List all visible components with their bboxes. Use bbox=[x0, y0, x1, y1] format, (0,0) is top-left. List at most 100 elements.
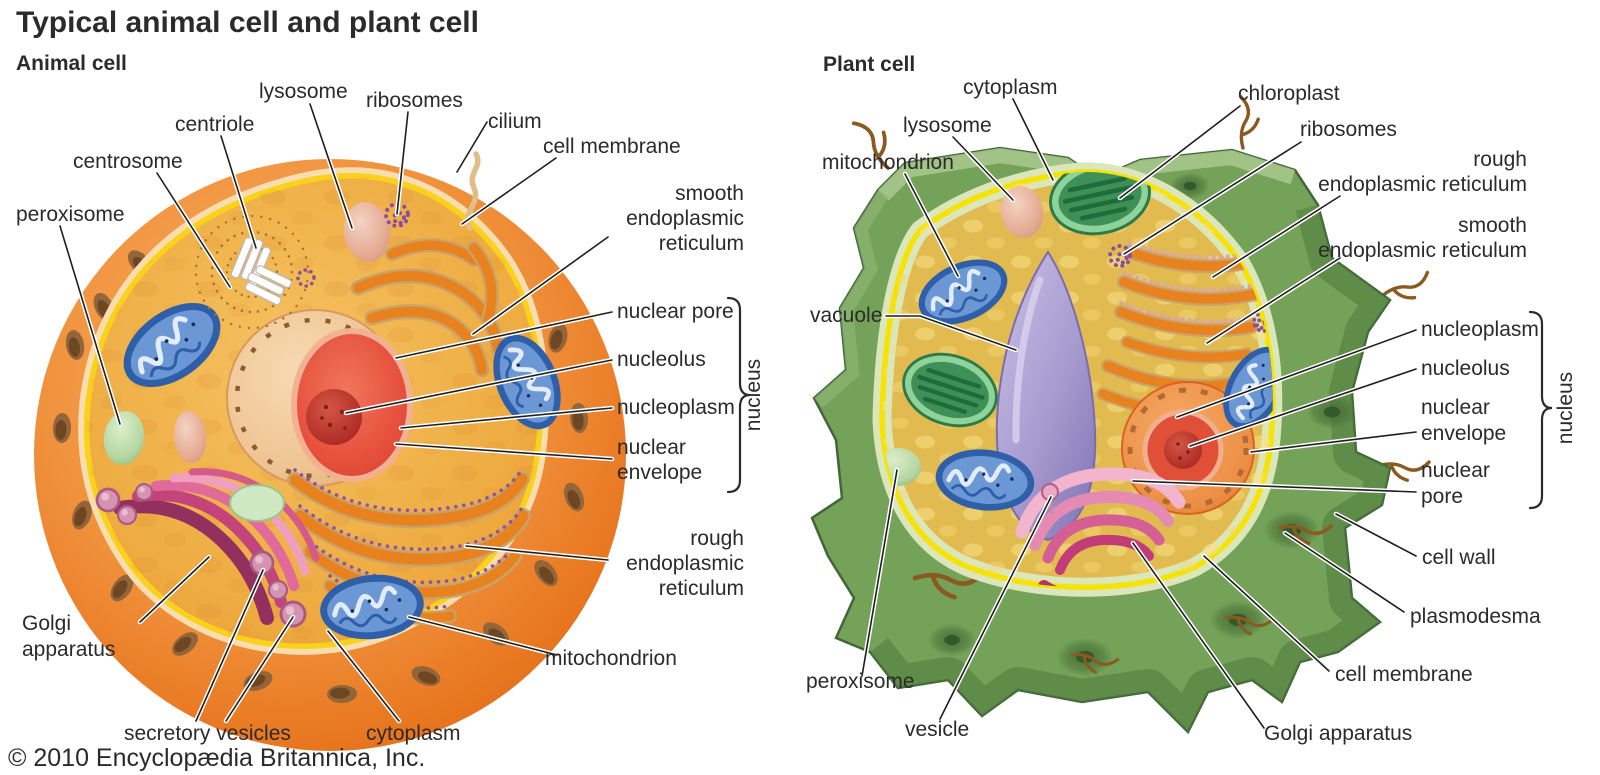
label-animal-smooth-er-3: reticulum bbox=[659, 232, 744, 255]
leader-plant-smooth-er bbox=[1204, 255, 1343, 346]
leader-animal-cilium bbox=[454, 119, 490, 175]
label-animal-smooth-er-1: smooth bbox=[675, 182, 744, 205]
label-animal-nucleus: nucleus bbox=[742, 359, 765, 431]
label-plant-lysosome: lysosome bbox=[903, 114, 992, 137]
label-animal-rough-er-1: rough bbox=[690, 527, 744, 550]
label-plant-vesicle: vesicle bbox=[905, 718, 969, 741]
label-plant-nucleoplasm: nucleoplasm bbox=[1421, 318, 1539, 341]
label-plant-nuclear-pore-1: nuclear bbox=[1421, 459, 1490, 482]
leader-plant-cell-wall bbox=[1333, 511, 1419, 559]
label-animal-cilium: cilium bbox=[488, 110, 542, 133]
plant-nuclear-pores bbox=[1127, 387, 1249, 509]
leader-plant-nucleoplasm bbox=[1174, 327, 1419, 420]
leader-plant-ribosomes bbox=[1121, 139, 1304, 257]
leader-animal-nuclear-envelope bbox=[393, 441, 615, 462]
leader-lines bbox=[57, 96, 1419, 731]
animal-cilium bbox=[465, 151, 481, 231]
leader-animal-secretory-vesicle-2 bbox=[223, 614, 296, 724]
label-animal-nuclear-envelope-2: envelope bbox=[617, 461, 702, 484]
label-plant-nuclear-envelope-1: nuclear bbox=[1421, 396, 1490, 419]
label-plant-cytoplasm: cytoplasm bbox=[963, 76, 1058, 99]
leader-plant-nuclear-envelope bbox=[1248, 429, 1419, 455]
leader-animal-lysosome bbox=[307, 101, 355, 231]
animal-green-vesicle bbox=[229, 484, 285, 522]
page-title: Typical animal cell and plant cell bbox=[16, 6, 479, 39]
label-plant-chloroplast: chloroplast bbox=[1238, 82, 1340, 105]
label-animal-peroxisome: peroxisome bbox=[16, 203, 125, 226]
animal-peroxisome bbox=[103, 411, 145, 465]
plant-nucleus-brace bbox=[1528, 310, 1553, 510]
leader-plant-nucleolus bbox=[1187, 366, 1419, 449]
label-animal-centriole: centriole bbox=[175, 113, 254, 136]
label-animal-nucleoplasm: nucleoplasm bbox=[617, 396, 735, 419]
animal-nucleus bbox=[226, 309, 413, 487]
label-animal-nuclear-envelope-1: nuclear bbox=[617, 436, 686, 459]
label-plant-smooth-er-2: endoplasmic reticulum bbox=[1318, 239, 1527, 262]
leader-plant-nuclear-pore bbox=[1130, 478, 1419, 495]
leader-plant-lysosome bbox=[950, 134, 1016, 203]
label-plant-rough-er-2: endoplasmic reticulum bbox=[1318, 173, 1527, 196]
label-plant-plasmodesma: plasmodesma bbox=[1410, 605, 1541, 628]
label-plant-cell-membrane: cell membrane bbox=[1335, 663, 1473, 686]
label-plant-peroxisome: peroxisome bbox=[806, 670, 915, 693]
label-plant-nucleus: nucleus bbox=[1554, 372, 1577, 444]
leader-animal-smooth-er bbox=[470, 234, 611, 337]
leader-animal-nuclear-pore bbox=[393, 309, 615, 361]
leader-animal-ribosomes bbox=[394, 109, 411, 217]
leader-animal-centrosome bbox=[154, 170, 233, 290]
label-animal-ribosomes: ribosomes bbox=[366, 89, 463, 112]
label-plant-rough-er-1: rough bbox=[1473, 148, 1527, 171]
label-plant-mitochondrion: mitochondrion bbox=[822, 151, 954, 174]
leader-animal-peroxisome bbox=[57, 223, 123, 427]
animal-nucleus-brace bbox=[726, 296, 751, 494]
plant-cell-heading: Plant cell bbox=[823, 53, 915, 76]
plant-nucleolus bbox=[1164, 431, 1202, 469]
label-plant-ribosomes: ribosomes bbox=[1300, 118, 1397, 141]
label-plant-nucleolus: nucleolus bbox=[1421, 357, 1510, 380]
label-plant-vacuole: vacuole bbox=[810, 304, 882, 327]
label-plant-nuclear-pore-2: pore bbox=[1421, 485, 1463, 508]
leader-plant-mitochondrion bbox=[902, 171, 961, 279]
leader-plant-golgi bbox=[1130, 540, 1267, 731]
label-animal-cytoplasm: cytoplasm bbox=[366, 722, 461, 745]
label-plant-cell-wall: cell wall bbox=[1422, 546, 1496, 569]
leader-animal-cell-membrane bbox=[459, 155, 559, 227]
animal-cell-heading: Animal cell bbox=[16, 52, 127, 75]
animal-smooth-er bbox=[350, 238, 506, 378]
animal-lysosome bbox=[343, 202, 391, 262]
leader-animal-cytoplasm bbox=[325, 628, 402, 724]
label-animal-rough-er-2: endoplasmic bbox=[626, 552, 744, 575]
animal-cell-illustration bbox=[34, 151, 626, 751]
leader-plant-chloroplast bbox=[1117, 103, 1243, 201]
label-animal-rough-er-3: reticulum bbox=[659, 577, 744, 600]
leader-plant-cell-membrane bbox=[1201, 553, 1332, 674]
label-animal-mitochondrion: mitochondrion bbox=[545, 647, 677, 670]
label-plant-golgi: Golgi apparatus bbox=[1264, 722, 1412, 745]
leader-animal-rough-er bbox=[463, 543, 611, 563]
label-plant-smooth-er-1: smooth bbox=[1458, 214, 1527, 237]
leader-plant-cytoplasm bbox=[1010, 96, 1056, 183]
label-animal-cell-membrane: cell membrane bbox=[543, 135, 681, 158]
plant-labels: cytoplasm chloroplast lysosome ribosomes… bbox=[806, 76, 1577, 745]
label-animal-lysosome: lysosome bbox=[259, 80, 348, 103]
leader-animal-secretory-vesicle-1 bbox=[193, 567, 266, 724]
label-animal-smooth-er-2: endoplasmic bbox=[626, 207, 744, 230]
label-animal-secretory-vesicles: secretory vesicles bbox=[124, 722, 291, 745]
leader-plant-plasmodesma bbox=[1282, 530, 1407, 615]
label-animal-nuclear-pore: nuclear pore bbox=[617, 300, 734, 323]
label-plant-nuclear-envelope-2: envelope bbox=[1421, 422, 1506, 445]
leader-plant-rough-er bbox=[1210, 193, 1343, 280]
animal-labels: lysosome ribosomes cilium centriole cent… bbox=[16, 80, 765, 745]
copyright-notice: © 2010 Encyclopædia Britannica, Inc. bbox=[8, 744, 425, 772]
label-animal-golgi-1: Golgi bbox=[22, 612, 71, 635]
animal-nucleolus bbox=[306, 389, 362, 445]
label-animal-centrosome: centrosome bbox=[73, 150, 183, 173]
leader-animal-centriole bbox=[218, 133, 259, 251]
leader-animal-nucleoplasm bbox=[398, 405, 615, 431]
label-animal-nucleolus: nucleolus bbox=[617, 348, 706, 371]
leader-plant-peroxisome bbox=[859, 467, 900, 679]
plant-rough-er bbox=[1114, 241, 1263, 364]
leader-animal-mitochondrion bbox=[406, 614, 560, 658]
